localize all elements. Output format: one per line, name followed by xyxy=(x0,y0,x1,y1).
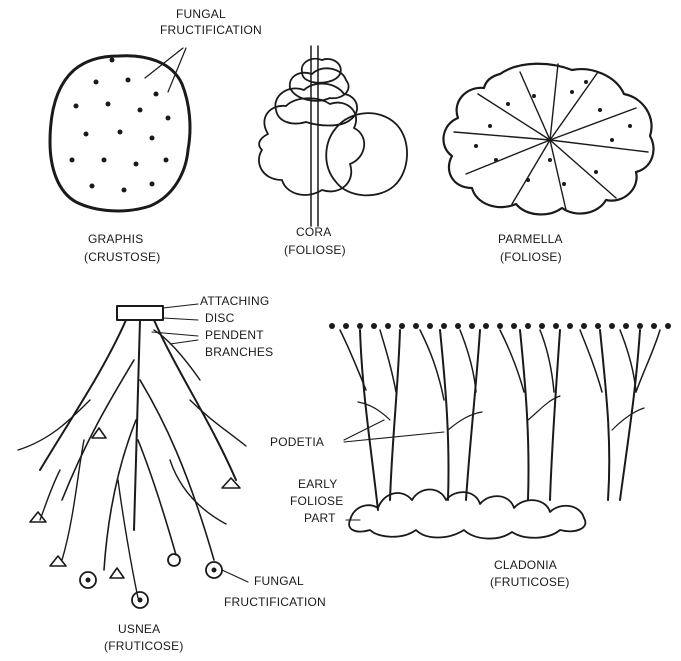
cladonia-podetia-label: PODETIA xyxy=(270,435,324,449)
usnea-pendent-label-line2: BRANCHES xyxy=(205,345,273,359)
usnea-attaching-label-line1: ATTACHING xyxy=(200,294,269,308)
usnea-attaching-label-line2: DISC xyxy=(205,311,235,325)
usnea-fungal-label-line1: FUNGAL xyxy=(254,574,304,588)
usnea-attaching-disc xyxy=(117,306,163,320)
graphis-name-label: GRAPHIS xyxy=(88,232,143,246)
cladonia-name-label: CLADONIA xyxy=(494,558,557,572)
cora-lobe xyxy=(302,59,341,83)
cora-figure xyxy=(259,46,407,226)
parmelia-figure xyxy=(443,64,653,215)
cladonia-figure xyxy=(329,323,671,539)
graphis-type-label: (CRUSTOSE) xyxy=(84,250,160,264)
cladonia-early-label-line3: PART xyxy=(304,511,336,525)
graphis-fungal-label-line1: FUNGAL xyxy=(176,7,226,21)
cladonia-type-label: (FRUTICOSE) xyxy=(490,575,570,589)
cora-name-label: CORA xyxy=(296,225,331,239)
parmelia-dots xyxy=(474,80,632,186)
graphis-fructification-dots xyxy=(70,58,171,193)
cora-type-label: (FOLIOSE) xyxy=(284,243,346,257)
usnea-name-label: USNEA xyxy=(118,622,160,636)
usnea-type-label: (FRUTICOSE) xyxy=(104,639,184,653)
graphis-fungal-label-line2: FRUCTIFICATION xyxy=(160,23,262,37)
usnea-fungal-label-line2: FRUCTIFICATION xyxy=(224,595,326,609)
parmelia-name-label: PARMELLA xyxy=(498,232,563,246)
cladonia-early-label-line2: FOLIOSE xyxy=(290,494,343,508)
cladonia-early-label-line1: EARLY xyxy=(298,477,337,491)
parmelia-type-label: (FOLIOSE) xyxy=(500,250,562,264)
graphis-figure xyxy=(50,48,190,211)
cladonia-fruiting-tips xyxy=(329,323,671,329)
cladonia-podetia-stalks xyxy=(340,330,660,510)
usnea-pendent-label-line1: PENDENT xyxy=(205,328,264,342)
usnea-branches xyxy=(18,320,246,598)
